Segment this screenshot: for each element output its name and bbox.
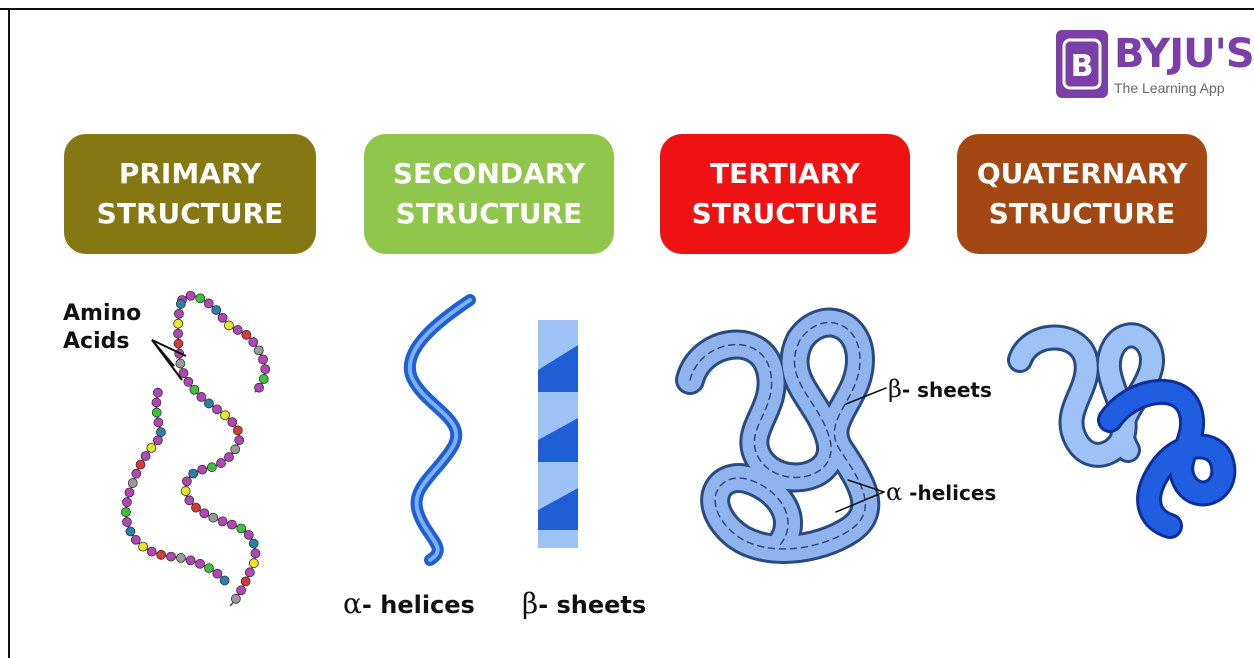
amino-acid-bead <box>231 594 240 603</box>
alpha-symbol: α <box>343 587 362 620</box>
tertiary-alpha-helices-label: α -helices <box>886 478 996 506</box>
amino-acid-bead <box>259 374 268 383</box>
amino-acid-bead <box>192 503 201 512</box>
amino-acid-bead <box>131 535 140 544</box>
amino-acid-bead <box>217 459 226 468</box>
amino-acid-bead <box>224 321 233 330</box>
amino-acid-bead <box>198 465 207 474</box>
protein-complex-icon <box>1020 335 1223 526</box>
amino-acid-bead <box>237 586 246 595</box>
amino-acid-bead <box>224 453 233 462</box>
folded-protein-icon <box>690 323 886 549</box>
amino-acid-bead <box>167 552 176 561</box>
amino-acid-bead <box>176 553 185 562</box>
amino-acid-bead <box>233 325 242 334</box>
amino-acid-bead <box>255 383 264 392</box>
amino-acid-bead <box>251 549 260 558</box>
beta-symbol: β <box>522 587 538 620</box>
alpha-helices-text: - helices <box>362 591 475 619</box>
amino-acid-bead <box>153 436 162 445</box>
amino-acid-bead <box>122 498 131 507</box>
amino-acid-bead <box>245 568 254 577</box>
amino-acid-bead <box>147 443 156 452</box>
amino-acid-bead <box>209 513 218 522</box>
amino-acid-bead <box>174 319 183 328</box>
amino-acid-bead <box>213 405 222 414</box>
amino-acid-bead <box>221 411 230 420</box>
amino-acid-bead <box>237 524 246 533</box>
tertiary-beta-sheets-text: - sheets <box>902 378 992 402</box>
amino-acid-bead <box>220 576 229 585</box>
amino-acid-bead <box>176 359 185 368</box>
alpha-helix-ribbon-icon <box>410 300 470 560</box>
amino-acid-bead <box>228 418 237 427</box>
amino-acid-bead <box>204 399 213 408</box>
amino-acid-bead <box>185 496 194 505</box>
amino-acid-bead <box>200 509 209 518</box>
amino-acid-bead <box>227 520 236 529</box>
amino-acid-bead <box>218 517 227 526</box>
amino-acid-bead <box>182 477 191 486</box>
amino-acid-bead <box>181 487 190 496</box>
amino-acid-bead <box>186 556 195 565</box>
amino-acid-bead <box>196 294 205 303</box>
amino-acid-bead <box>153 388 162 397</box>
amino-acid-bead <box>121 508 130 517</box>
amino-acid-bead <box>241 577 250 586</box>
amino-acid-bead <box>174 309 183 318</box>
tertiary-alpha-helices-text: -helices <box>902 481 996 505</box>
amino-acid-bead <box>233 426 242 435</box>
amino-acid-chain-icon <box>121 291 269 606</box>
amino-acid-bead <box>136 460 145 469</box>
amino-acid-bead <box>231 445 240 454</box>
amino-acid-bead <box>207 463 216 472</box>
amino-acid-bead <box>235 436 244 445</box>
amino-acid-bead <box>132 469 141 478</box>
amino-acids-label: Amino Acids <box>63 300 141 356</box>
amino-acid-bead <box>261 365 270 374</box>
amino-acid-bead <box>205 564 214 573</box>
amino-acid-bead <box>141 452 150 461</box>
tertiary-beta-sheets-label: β- sheets <box>888 375 992 403</box>
amino-acid-bead <box>157 550 166 559</box>
amino-acid-bead <box>212 306 221 315</box>
amino-acid-bead <box>254 346 263 355</box>
amino-acid-bead <box>128 479 137 488</box>
beta-sheets-label: β- sheets <box>522 587 646 620</box>
beta-sheet-zigzag-icon <box>538 320 578 548</box>
amino-acid-bead <box>196 559 205 568</box>
amino-acid-bead <box>139 542 148 551</box>
amino-acid-bead <box>218 313 227 322</box>
amino-acid-bead <box>186 291 195 300</box>
amino-acid-bead <box>244 530 253 539</box>
amino-acid-bead <box>189 469 198 478</box>
amino-acid-bead <box>174 329 183 338</box>
amino-acid-bead <box>197 392 206 401</box>
tertiary-alpha-symbol: α <box>886 478 902 506</box>
amino-acid-bead <box>152 398 161 407</box>
amino-acid-bead <box>125 488 134 497</box>
amino-acid-bead <box>249 338 258 347</box>
amino-acid-bead <box>249 539 258 548</box>
amino-acid-bead <box>123 518 132 527</box>
amino-acid-bead <box>190 385 199 394</box>
amino-acid-bead <box>249 559 258 568</box>
amino-acid-bead <box>174 339 183 348</box>
amino-acid-bead <box>259 355 268 364</box>
amino-acid-bead <box>213 569 222 578</box>
amino-acid-bead <box>154 418 163 427</box>
amino-acid-bead <box>176 299 185 308</box>
alpha-helices-label: α- helices <box>343 587 475 620</box>
amino-acid-bead <box>126 527 135 536</box>
tertiary-beta-symbol: β <box>888 375 902 403</box>
amino-acid-bead <box>152 408 161 417</box>
beta-sheets-text: - sheets <box>538 591 646 619</box>
amino-acid-bead <box>184 377 193 386</box>
amino-acid-bead <box>147 547 156 556</box>
amino-acid-bead <box>204 299 213 308</box>
amino-acid-bead <box>156 428 165 437</box>
amino-acid-bead <box>242 330 251 339</box>
